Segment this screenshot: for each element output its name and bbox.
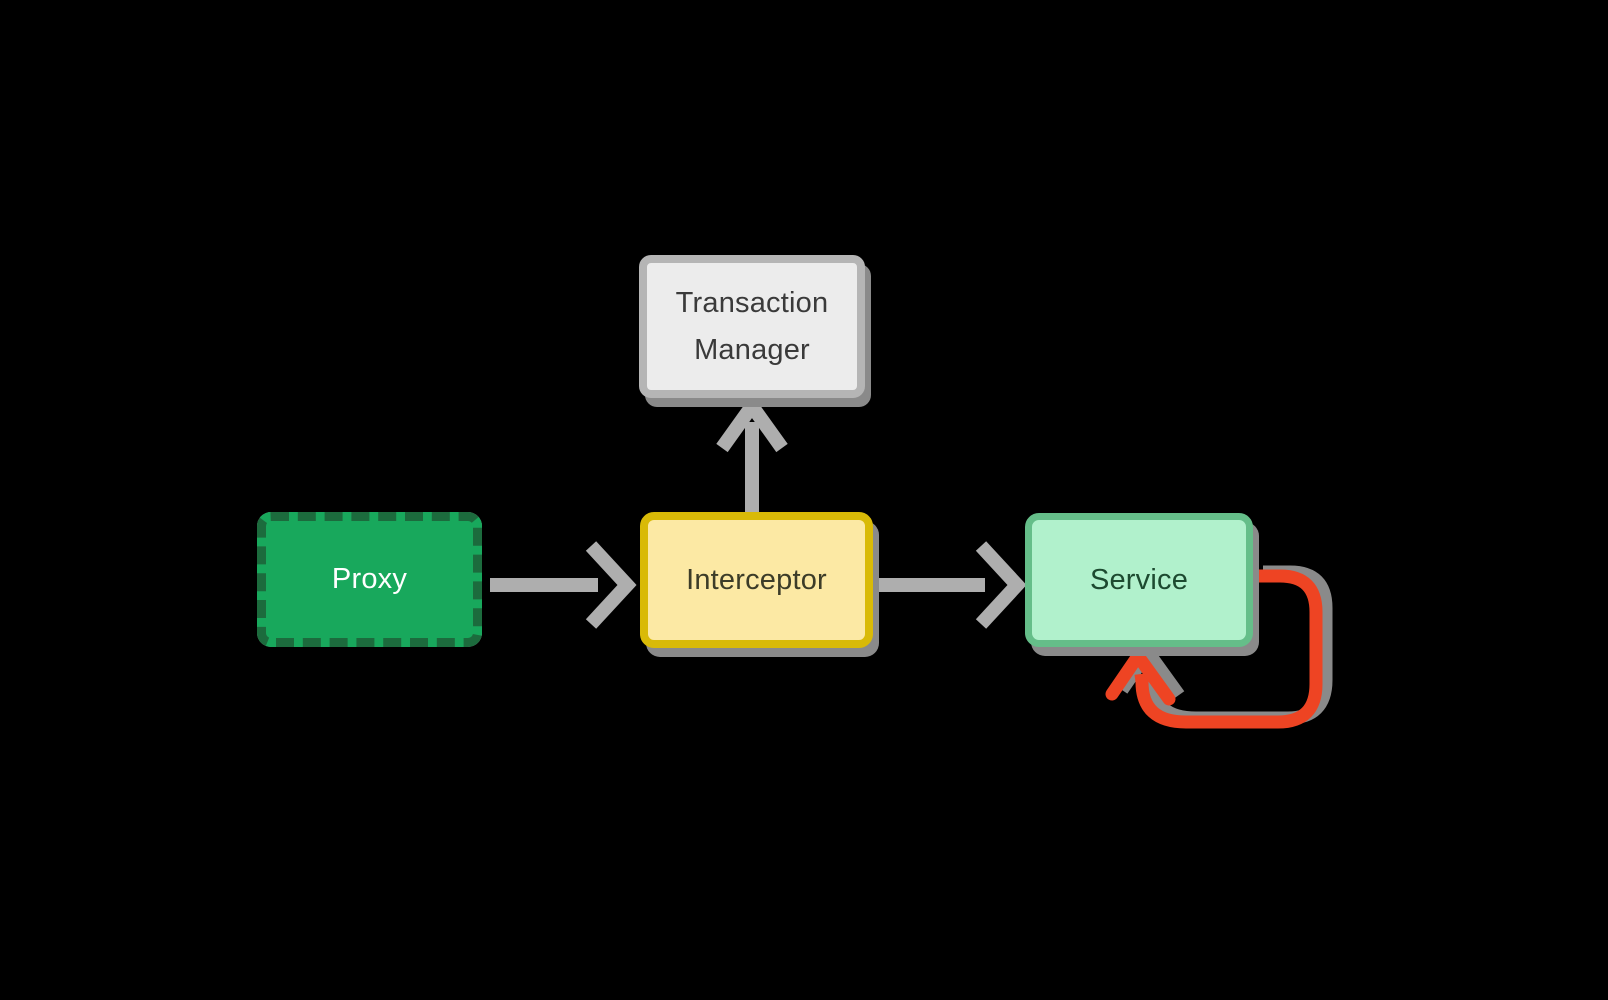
arrow-interceptor-to-service [877,541,1027,629]
transaction-manager-label-line2: Manager [694,333,810,366]
service-label: Service [1089,563,1189,596]
transaction-manager-label-line1: Transaction [675,286,829,319]
node-proxy: Proxy [257,512,482,647]
arrow-interceptor-to-transaction-manager [716,393,788,512]
node-service: Service [1025,513,1253,647]
proxy-dashed-border: Proxy [257,512,482,647]
node-transaction-manager: Transaction Manager [639,255,865,398]
transaction-manager-label: Transaction Manager [676,280,829,374]
proxy-label: Proxy [331,563,408,595]
interceptor-label: Interceptor [686,563,827,596]
arrow-proxy-to-interceptor [490,541,637,629]
node-interceptor: Interceptor [640,512,873,648]
